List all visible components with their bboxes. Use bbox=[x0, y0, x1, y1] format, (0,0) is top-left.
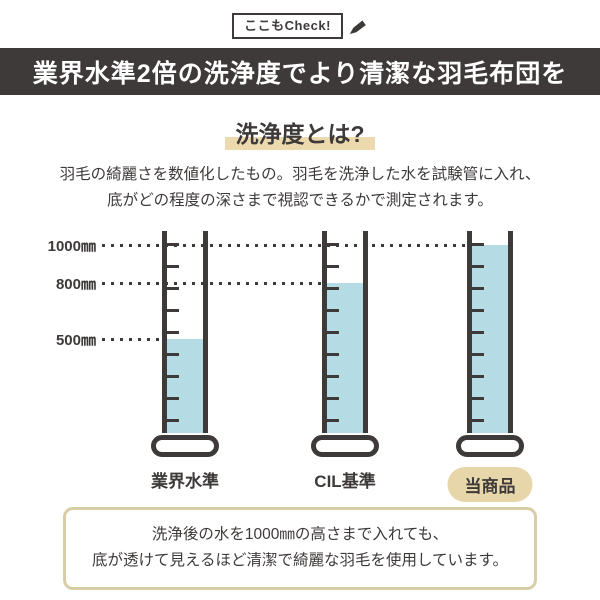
check-badge: ここもCheck! bbox=[0, 0, 600, 40]
check-badge-label: ここもCheck! bbox=[232, 13, 343, 39]
cylinder-diagram: 1000㎜ 800㎜ 500㎜ 業界水準 CIL基準 bbox=[0, 223, 600, 503]
dotted-line-800mm bbox=[102, 282, 322, 286]
page-title: 業界水準2倍の洗浄度でより清潔な羽毛布団を bbox=[32, 59, 568, 88]
description-line-2: 底がどの程度の深さまで視認できるかで測定されます。 bbox=[107, 191, 493, 209]
axis-label-1000mm: 1000㎜ bbox=[47, 238, 96, 256]
title-bar: 業界水準2倍の洗浄度でより清潔な羽毛布団を bbox=[0, 48, 600, 95]
cylinder-tube bbox=[322, 231, 368, 434]
cylinder-industry-standard: 業界水準 bbox=[151, 231, 219, 491]
cylinder-tube bbox=[162, 231, 208, 434]
water-fill bbox=[327, 283, 363, 434]
note-line-1: 洗浄後の水を1000㎜の高さまで入れても、 bbox=[151, 526, 449, 544]
cylinder-label: CIL基準 bbox=[314, 472, 376, 492]
dotted-line-500mm bbox=[102, 338, 162, 342]
description: 羽毛の綺麗さを数値化したもの。羽毛を洗浄した水を試験管に入れ、 底がどの程度の深… bbox=[0, 162, 600, 213]
dotted-line-1000mm bbox=[102, 244, 467, 248]
water-fill bbox=[472, 245, 508, 434]
note-line-2: 底が透けて見えるほど清潔で綺麗な羽毛を使用しています。 bbox=[91, 552, 509, 570]
note-box: 洗浄後の水を1000㎜の高さまで入れても、 底が透けて見えるほど清潔で綺麗な羽毛… bbox=[63, 507, 537, 590]
cylinder-base bbox=[151, 435, 219, 458]
description-line-1: 羽毛の綺麗さを数値化したもの。羽毛を洗浄した水を試験管に入れ、 bbox=[59, 166, 541, 183]
axis-label-800mm: 800㎜ bbox=[55, 276, 96, 294]
section-heading-text: 洗浄度とは? bbox=[225, 121, 375, 150]
section-heading: 洗浄度とは? bbox=[0, 115, 600, 150]
axis-label-500mm: 500㎜ bbox=[55, 332, 96, 350]
pencil-icon bbox=[346, 17, 369, 40]
cylinder-this-product: 当商品 bbox=[447, 231, 533, 503]
cylinder-cil-standard: CIL基準 bbox=[311, 231, 379, 491]
cylinder-base bbox=[311, 435, 379, 458]
cylinder-label-highlighted: 当商品 bbox=[447, 467, 533, 503]
cylinder-label: 業界水準 bbox=[151, 472, 219, 492]
cylinder-base bbox=[456, 435, 524, 458]
cylinder-tube bbox=[467, 231, 513, 434]
